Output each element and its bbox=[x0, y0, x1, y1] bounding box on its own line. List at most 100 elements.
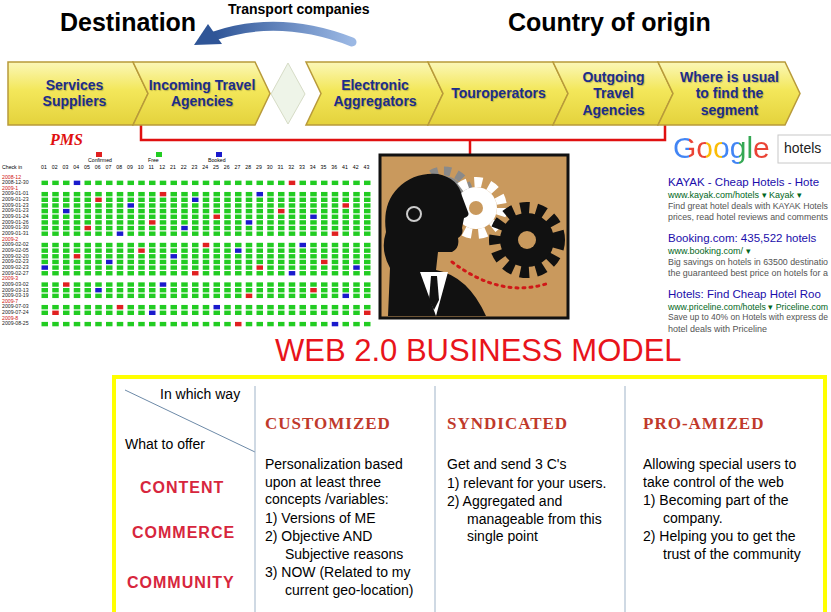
booking-cell bbox=[214, 198, 221, 202]
table-axis-label: In which way bbox=[160, 386, 240, 402]
booking-cell bbox=[214, 220, 221, 224]
booking-cell bbox=[278, 209, 285, 213]
booking-cell bbox=[63, 232, 70, 236]
booking-cell bbox=[138, 198, 145, 202]
booking-cell bbox=[332, 203, 339, 207]
booking-cell bbox=[149, 294, 156, 298]
booking-cell bbox=[42, 248, 49, 252]
booking-cell bbox=[214, 294, 221, 298]
region-heading: Country of origin bbox=[508, 8, 711, 37]
booking-cell bbox=[192, 288, 199, 292]
booking-cell bbox=[224, 203, 231, 207]
booking-cell bbox=[52, 181, 59, 185]
booking-cell bbox=[235, 203, 242, 207]
booking-cell bbox=[74, 215, 81, 219]
booking-cell bbox=[310, 243, 317, 247]
booking-cell bbox=[106, 260, 113, 264]
column-number: 27 bbox=[235, 165, 241, 170]
booking-cell bbox=[117, 203, 124, 207]
booking-cell bbox=[95, 288, 102, 292]
booking-cell bbox=[214, 322, 221, 326]
booking-cell bbox=[343, 322, 350, 326]
booking-cell bbox=[300, 192, 307, 196]
booking-cell bbox=[52, 271, 59, 275]
booking-cell bbox=[310, 203, 317, 207]
booking-cell bbox=[332, 215, 339, 219]
booking-cell bbox=[321, 265, 328, 269]
date-label: 2009-01-30 bbox=[2, 225, 29, 230]
booking-cell bbox=[321, 181, 328, 185]
booking-cell bbox=[181, 254, 188, 258]
grid-header: Check in bbox=[2, 165, 22, 170]
booking-cell bbox=[128, 209, 135, 213]
booking-cell bbox=[160, 288, 167, 292]
booking-cell bbox=[343, 265, 350, 269]
booking-cell bbox=[300, 226, 307, 230]
date-label: 2009-01-24 bbox=[2, 214, 29, 219]
chevron-label-block: Services Suppliers bbox=[14, 77, 135, 110]
booking-cell bbox=[343, 192, 350, 196]
booking-cell bbox=[267, 232, 274, 236]
booking-cell bbox=[160, 181, 167, 185]
booking-cell bbox=[310, 265, 317, 269]
booking-cell bbox=[171, 226, 178, 230]
booking-cell bbox=[42, 288, 49, 292]
booking-cell bbox=[52, 288, 59, 292]
booking-cell bbox=[117, 181, 124, 185]
date-label: 2009-02-05 bbox=[2, 248, 29, 253]
booking-cell bbox=[74, 232, 81, 236]
table-cell-text: 1) relevant for your users. bbox=[447, 475, 619, 493]
booking-cell bbox=[171, 288, 178, 292]
search-result-text: the guaranteed best price on hotels for … bbox=[668, 268, 828, 278]
booking-cell bbox=[95, 209, 102, 213]
booking-cell bbox=[224, 322, 231, 326]
column-number: 01 bbox=[41, 165, 47, 170]
booking-cell bbox=[160, 265, 167, 269]
booking-cell bbox=[138, 282, 145, 286]
booking-cell bbox=[267, 192, 274, 196]
booking-cell bbox=[310, 305, 317, 309]
column-number: 35 bbox=[321, 165, 327, 170]
booking-cell bbox=[235, 260, 242, 264]
booking-cell bbox=[224, 209, 231, 213]
booking-cell bbox=[74, 220, 81, 224]
booking-cell bbox=[343, 203, 350, 207]
booking-cell bbox=[364, 181, 371, 185]
booking-cell bbox=[160, 209, 167, 213]
booking-cell bbox=[181, 294, 188, 298]
booking-cell bbox=[85, 232, 92, 236]
booking-cell bbox=[246, 254, 253, 258]
booking-cell bbox=[128, 305, 135, 309]
booking-cell bbox=[289, 248, 296, 252]
table-cell-text: Get and send 3 C's bbox=[447, 456, 619, 474]
dotted-link bbox=[452, 262, 546, 288]
booking-cell bbox=[321, 322, 328, 326]
booking-cell bbox=[364, 198, 371, 202]
booking-cell bbox=[95, 203, 102, 207]
booking-cell bbox=[267, 322, 274, 326]
booking-cell bbox=[149, 288, 156, 292]
booking-cell bbox=[106, 198, 113, 202]
column-number: 28 bbox=[245, 165, 251, 170]
booking-cell bbox=[128, 203, 135, 207]
booking-cell bbox=[364, 311, 371, 315]
booking-cell bbox=[278, 305, 285, 309]
booking-cell bbox=[310, 260, 317, 264]
booking-cell bbox=[246, 260, 253, 264]
booking-cell bbox=[160, 311, 167, 315]
booking-cell bbox=[138, 232, 145, 236]
booking-cell bbox=[74, 271, 81, 275]
booking-cell bbox=[171, 232, 178, 236]
booking-cell bbox=[106, 209, 113, 213]
booking-cell bbox=[74, 254, 81, 258]
booking-cell bbox=[214, 232, 221, 236]
booking-cell bbox=[321, 198, 328, 202]
booking-cell bbox=[332, 288, 339, 292]
booking-cell bbox=[214, 288, 221, 292]
booking-cell bbox=[203, 248, 210, 252]
booking-cell bbox=[257, 322, 264, 326]
booking-cell bbox=[149, 232, 156, 236]
booking-cell bbox=[353, 294, 360, 298]
booking-cell bbox=[85, 226, 92, 230]
booking-cell bbox=[85, 260, 92, 264]
